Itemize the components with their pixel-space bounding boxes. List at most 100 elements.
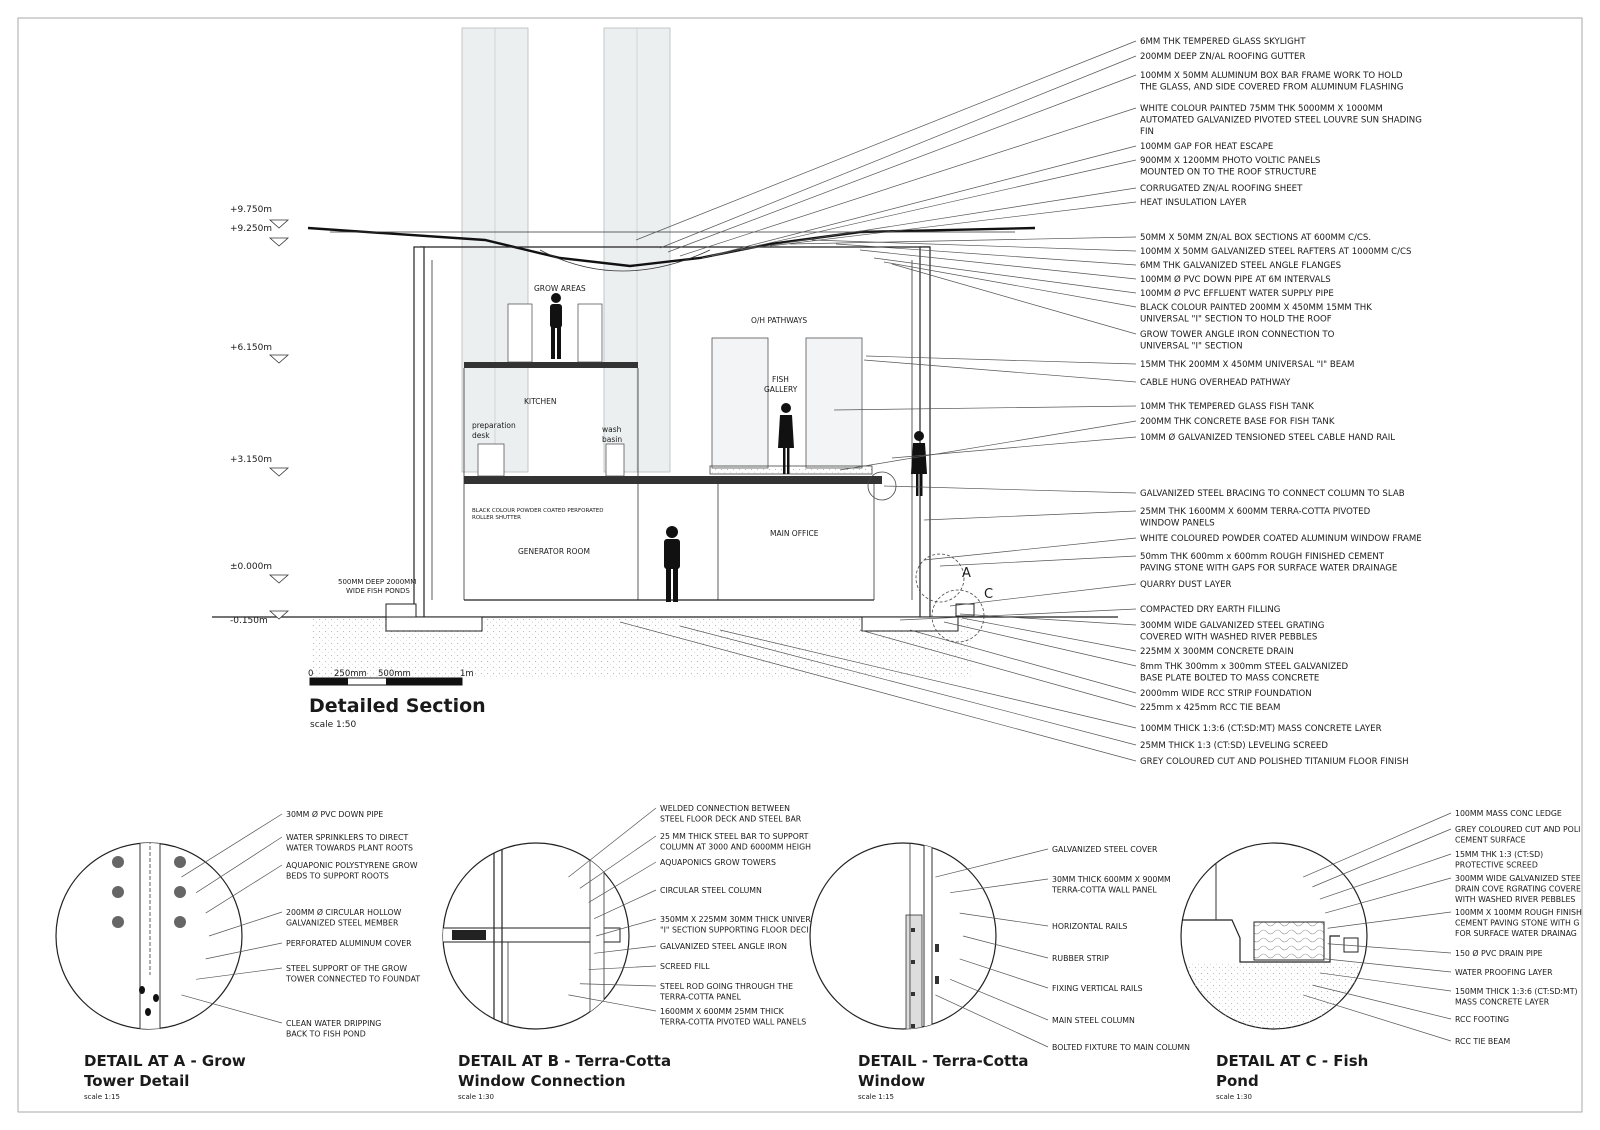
people-figures — [550, 293, 927, 602]
detail-scale: scale 1:30 — [458, 1093, 494, 1101]
section-note-line: 25MM THICK 1:3 (CT:SD) LEVELING SCREED — [1140, 741, 1328, 751]
section-note-line: 900MM X 1200MM PHOTO VOLTIC PANELS — [1140, 156, 1320, 166]
detail-note-line: CEMENT SURFACE — [1455, 836, 1526, 845]
section-note-line: GALVANIZED STEEL BRACING TO CONNECT COLU… — [1140, 489, 1405, 499]
detail-title: Tower Detail — [84, 1072, 189, 1090]
leader-line — [883, 261, 1137, 308]
detail-note-line: 100MM MASS CONC LEDGE — [1455, 809, 1562, 818]
level-label: +9.750m — [230, 205, 272, 215]
detail-note-line: 30MM Ø PVC DOWN PIPE — [286, 810, 383, 819]
section-note-line: WINDOW PANELS — [1140, 519, 1215, 529]
detail-note-line: 25 MM THICK STEEL BAR TO SUPPORT — [660, 832, 809, 841]
leader-line — [935, 994, 1049, 1048]
leader-line — [205, 864, 283, 914]
detail-title: DETAIL - Terra-Cotta — [858, 1052, 1029, 1070]
section-note-line: COVERED WITH WASHED RIVER PEBBLES — [1140, 633, 1317, 643]
section-note-line: UNIVERSAL "I" SECTION — [1140, 342, 1243, 352]
detail-note-line: WITH WASHED RIVER PEBBLES — [1455, 895, 1575, 904]
detail-note-line: TOWER CONNECTED TO FOUNDAT — [285, 975, 420, 984]
detail-note-line: GALVANIZED STEEL COVER — [1052, 845, 1158, 854]
detail-note-line: AQUAPONICS GROW TOWERS — [660, 858, 776, 867]
detail-note-line: 350MM X 225MM 30MM THICK UNIVER — [660, 915, 811, 924]
room-label-fish-gallery: GALLERY — [764, 385, 798, 394]
grow-towers — [461, 27, 671, 473]
leader-line — [962, 935, 1049, 959]
detail-note-line: 300MM WIDE GALVANIZED STEE — [1455, 874, 1581, 883]
leader-line — [923, 537, 1137, 561]
section-scale: scale 1:50 — [310, 720, 357, 730]
leader-line — [719, 629, 1137, 729]
leader-line — [181, 813, 283, 878]
section-note-line: HEAT INSULATION LAYER — [1140, 198, 1247, 208]
detail-note-line: GALVANIZED STEEL MEMBER — [286, 919, 399, 928]
room-label-fish-ponds: WIDE FISH PONDS — [346, 587, 410, 595]
leader-line — [595, 918, 657, 937]
detail-note-line: GALVANIZED STEEL ANGLE IRON — [660, 942, 787, 951]
detail-note-line: 30MM THICK 600MM X 900MM — [1052, 875, 1171, 884]
room-label-wash-basin: wash — [602, 425, 622, 434]
section-note-line: 100MM THICK 1:3:6 (CT:SD:MT) MASS CONCRE… — [1140, 724, 1382, 734]
level-label: +3.150m — [230, 455, 272, 465]
room-label-wash-basin: basin — [602, 435, 622, 444]
leader-line — [659, 55, 1137, 249]
detail-note-line: STEEL SUPPORT OF THE GROW — [286, 964, 407, 973]
room-label-fish-ponds: 500MM DEEP 2000MM — [338, 578, 416, 586]
leader-line — [593, 889, 657, 919]
detail-note-line: DRAIN COVE RGRATING COVERE — [1455, 885, 1581, 894]
leader-line — [1312, 984, 1452, 1020]
leader-line — [739, 187, 1137, 251]
room-label-grow-areas: GROW AREAS — [534, 284, 586, 293]
room-label-oh-pathways: O/H PATHWAYS — [751, 316, 807, 325]
section-note-line: 100MM Ø PVC DOWN PIPE AT 6M INTERVALS — [1140, 274, 1331, 285]
detail-note-line: FOR SURFACE WATER DRAINAG — [1455, 929, 1577, 938]
detail-note-line: 200MM Ø CIRCULAR HOLLOW — [286, 908, 402, 917]
section-title: Detailed Section — [309, 695, 486, 717]
detail-note-line: PERFORATED ALUMINUM COVER — [286, 939, 412, 948]
detail-notes: 30MM Ø PVC DOWN PIPE WATER SPRINKLERS TO … — [285, 804, 1582, 1052]
leader-line — [1327, 911, 1452, 929]
detail-note-line: WATER SPRINKLERS TO DIRECT — [286, 833, 408, 842]
detail-note-line: PROTECTIVE SCREED — [1455, 861, 1538, 870]
detail-a-drawing — [55, 842, 243, 1030]
section-note-line: 2000mm WIDE RCC STRIP FOUNDATION — [1140, 689, 1312, 699]
section-note-line: 10MM Ø GALVANIZED TENSIONED STEEL CABLE … — [1140, 432, 1395, 443]
leader-line — [1324, 958, 1452, 973]
detail-title: Window — [858, 1072, 925, 1090]
room-label-fish-gallery: FISH — [772, 375, 789, 384]
leader-line — [961, 617, 1137, 652]
section-note-line: GREY COLOURED CUT AND POLISHED TITANIUM … — [1140, 757, 1409, 767]
leader-line — [873, 257, 1137, 294]
detail-scale: scale 1:15 — [858, 1093, 894, 1101]
section-note-line: THE GLASS, AND SIDE COVERED FROM ALUMINU… — [1139, 83, 1403, 93]
leader-line — [959, 613, 1137, 626]
leader-line — [923, 510, 1137, 521]
detail-note-line: COLUMN AT 3000 AND 6000MM HEIGH — [660, 843, 811, 852]
section-note-line: 50mm THK 600mm x 600mm ROUGH FINISHED CE… — [1140, 552, 1385, 562]
leader-line — [208, 911, 283, 937]
detail-note-line: HORIZONTAL RAILS — [1052, 922, 1127, 931]
section-note-line: 25MM THK 1600MM X 600MM TERRA-COTTA PIVO… — [1140, 507, 1371, 517]
leader-line — [711, 159, 1137, 257]
detail-note-line: RUBBER STRIP — [1052, 954, 1109, 963]
leader-line — [196, 967, 283, 980]
leader-line — [588, 861, 657, 903]
detail-note-line: 150 Ø PVC DRAIN PIPE — [1455, 949, 1543, 958]
leader-line — [679, 107, 1137, 257]
leader-line — [1327, 943, 1452, 954]
section-note-line: 100MM X 50MM ALUMINUM BOX BAR FRAME WORK… — [1140, 71, 1403, 81]
detail-note-line: MASS CONCRETE LAYER — [1455, 998, 1550, 1007]
section-note-line: QUARRY DUST LAYER — [1140, 580, 1232, 590]
room-label-preparation-desk: desk — [472, 431, 490, 440]
detail-note-line: 15MM THK 1:3 (CT:SD) — [1455, 850, 1543, 859]
section-note-line: CABLE HUNG OVERHEAD PATHWAY — [1140, 378, 1291, 388]
leader-line — [949, 583, 1137, 607]
leader-line — [1324, 877, 1452, 914]
leader-line — [959, 958, 1049, 989]
section-note-line: 100MM Ø PVC EFFLUENT WATER SUPPLY PIPE — [1140, 288, 1334, 299]
detail-note-line: STEEL FLOOR DECK AND STEEL BAR — [660, 815, 802, 824]
leader-line — [619, 621, 1137, 762]
section-note-line: 100MM X 50MM GALVANIZED STEEL RAFTERS AT… — [1140, 247, 1412, 257]
level-label: ±0.000m — [230, 562, 272, 572]
detail-title: Pond — [1216, 1072, 1259, 1090]
